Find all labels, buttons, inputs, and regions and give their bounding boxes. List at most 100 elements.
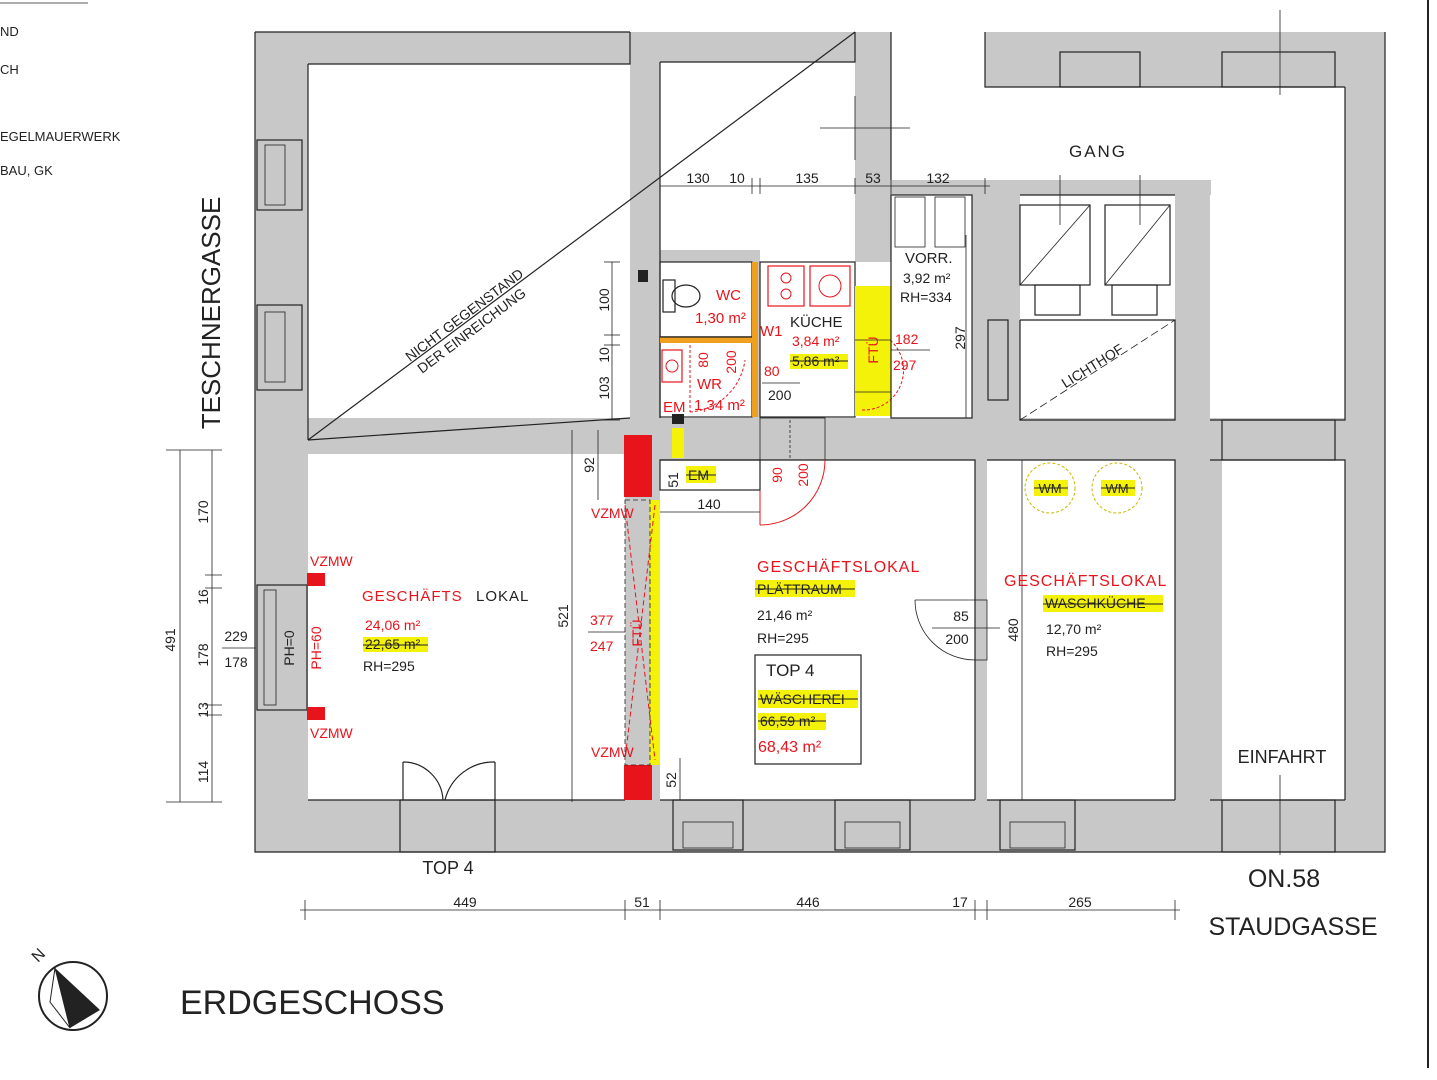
kueche-fixtures bbox=[767, 265, 851, 307]
kueche-name: KÜCHE bbox=[790, 313, 843, 331]
left-windows bbox=[256, 139, 308, 711]
dim-ftu: 247 bbox=[590, 638, 614, 654]
dim-left-seg: 13 bbox=[195, 702, 211, 718]
dim-bottom: 449 bbox=[453, 894, 477, 910]
dim-corridor-door: 200 bbox=[795, 463, 811, 487]
dim-kueche-ftu: 182 bbox=[895, 331, 919, 347]
dim-left-seg: 16 bbox=[195, 589, 211, 605]
right-shop-old-name: WASCHKÜCHE bbox=[1045, 594, 1146, 611]
einfahrt-label: EINFAHRT bbox=[1238, 747, 1327, 767]
dim-kueche-ftu: 297 bbox=[893, 357, 917, 373]
entrance-label: TOP 4 bbox=[422, 858, 473, 878]
top4-title: TOP 4 bbox=[766, 661, 815, 680]
wr-area: 1,34 m² bbox=[694, 397, 745, 414]
lichthof-label: LICHTHOF bbox=[1058, 340, 1126, 391]
left-shop-area: 24,06 m² bbox=[365, 617, 421, 633]
wr-fixtures bbox=[661, 345, 746, 413]
wr-name: WR bbox=[697, 376, 722, 393]
dim-top: 10 bbox=[729, 170, 745, 186]
ftu-wall-partition bbox=[650, 500, 660, 765]
kueche-area: 3,84 m² bbox=[792, 333, 840, 349]
corridor-door bbox=[759, 417, 826, 526]
kueche-w1: W1 bbox=[760, 323, 783, 340]
wr-em: EM bbox=[663, 399, 686, 416]
dim-wc: 100 bbox=[596, 288, 612, 312]
mid-shop-rh: RH=295 bbox=[757, 630, 809, 646]
dim-corridor-door: 90 bbox=[769, 467, 785, 483]
left-shop-rh: RH=295 bbox=[363, 658, 415, 674]
dim-left-seg: 170 bbox=[195, 500, 211, 524]
mid-shop-area: 21,46 m² bbox=[757, 607, 813, 623]
street-number: ON.58 bbox=[1248, 865, 1320, 893]
dim-521: 521 bbox=[555, 604, 571, 628]
dim-kueche-door: 200 bbox=[768, 387, 792, 403]
dim-wr-door: 200 bbox=[723, 350, 739, 374]
dim-left-total: 491 bbox=[162, 628, 178, 652]
dim-window-178: 178 bbox=[224, 654, 248, 670]
gang-shafts bbox=[987, 175, 1171, 401]
vzmw-label: VZMW bbox=[591, 744, 635, 760]
dim-wc: 10 bbox=[596, 347, 612, 363]
dim-bottom: 51 bbox=[634, 894, 650, 910]
north-arrow-icon: N bbox=[29, 946, 108, 1031]
top4-area: 68,43 m² bbox=[758, 739, 822, 756]
gang-label: GANG bbox=[1069, 142, 1127, 161]
vzmw-pillar bbox=[624, 435, 652, 497]
street-bottom: STAUDGASSE bbox=[1208, 913, 1377, 941]
dim-wc: 103 bbox=[596, 376, 612, 400]
top4-box bbox=[754, 654, 862, 765]
dim-bottom: 265 bbox=[1068, 894, 1092, 910]
ftu-label: FTÜ bbox=[628, 619, 645, 646]
dim-right-door: 85 bbox=[953, 608, 969, 624]
vorr-rh: RH=334 bbox=[900, 289, 952, 305]
dim-51: 51 bbox=[665, 472, 681, 488]
left-dimensions bbox=[166, 449, 222, 803]
dim-window-229: 229 bbox=[224, 628, 248, 644]
wc-area: 1,30 m² bbox=[695, 310, 746, 327]
bottom-windows bbox=[399, 51, 1336, 853]
dim-bottom: 17 bbox=[952, 894, 968, 910]
street-left: TESCHNERGASSE bbox=[196, 197, 226, 430]
dim-wr-door: 80 bbox=[695, 352, 711, 368]
ftu-label: FTÜ bbox=[864, 336, 881, 363]
toilet-icon bbox=[638, 270, 701, 313]
dim-bottom: 446 bbox=[796, 894, 820, 910]
vzmw-label: VZMW bbox=[310, 725, 354, 741]
svg-text:N: N bbox=[29, 946, 49, 966]
left-shop-old-area: 22,65 m² bbox=[365, 636, 421, 652]
legend-item: CH bbox=[0, 62, 19, 77]
dim-right-door: 200 bbox=[945, 631, 969, 647]
dim-140: 140 bbox=[697, 496, 721, 512]
dim-left-seg: 178 bbox=[195, 643, 211, 667]
mid-shop-name: GESCHÄFTSLOKAL bbox=[757, 558, 920, 576]
legend-item: EGELMAUERWERK bbox=[0, 129, 121, 144]
bottom-dimensions bbox=[300, 900, 1180, 920]
dim-top: 53 bbox=[865, 170, 881, 186]
vorr-room bbox=[890, 194, 973, 419]
diagonal-note: NICHT GEGENSTAND bbox=[402, 265, 526, 364]
vzmw-label: VZMW bbox=[310, 553, 354, 569]
dim-ftu: 377 bbox=[590, 612, 614, 628]
dim-top: 132 bbox=[926, 170, 950, 186]
right-shop-rh: RH=295 bbox=[1046, 643, 1098, 659]
ph60-label: PH=60 bbox=[308, 626, 324, 669]
dim-top: 130 bbox=[686, 170, 710, 186]
dim-kueche-door: 80 bbox=[764, 363, 780, 379]
vorr-name: VORR. bbox=[905, 250, 953, 267]
top-dimensions bbox=[659, 178, 990, 194]
diagonal-line bbox=[307, 31, 856, 441]
vorr-area: 3,92 m² bbox=[903, 270, 951, 286]
em-box bbox=[659, 459, 761, 491]
entrance-door bbox=[402, 761, 496, 801]
dim-vorr-297: 297 bbox=[952, 326, 968, 350]
left-shop-name: GESCHÄFTS bbox=[362, 588, 463, 605]
shop-connecting-door bbox=[914, 599, 988, 661]
dim-52: 52 bbox=[663, 772, 679, 788]
dim-top: 135 bbox=[795, 170, 819, 186]
vzmw-pillar bbox=[624, 765, 652, 800]
right-shop-name: GESCHÄFTSLOKAL bbox=[1004, 572, 1167, 590]
dim-92: 92 bbox=[581, 457, 597, 473]
ftu-wall-kueche bbox=[855, 286, 891, 416]
dim-left-seg: 114 bbox=[195, 761, 211, 784]
